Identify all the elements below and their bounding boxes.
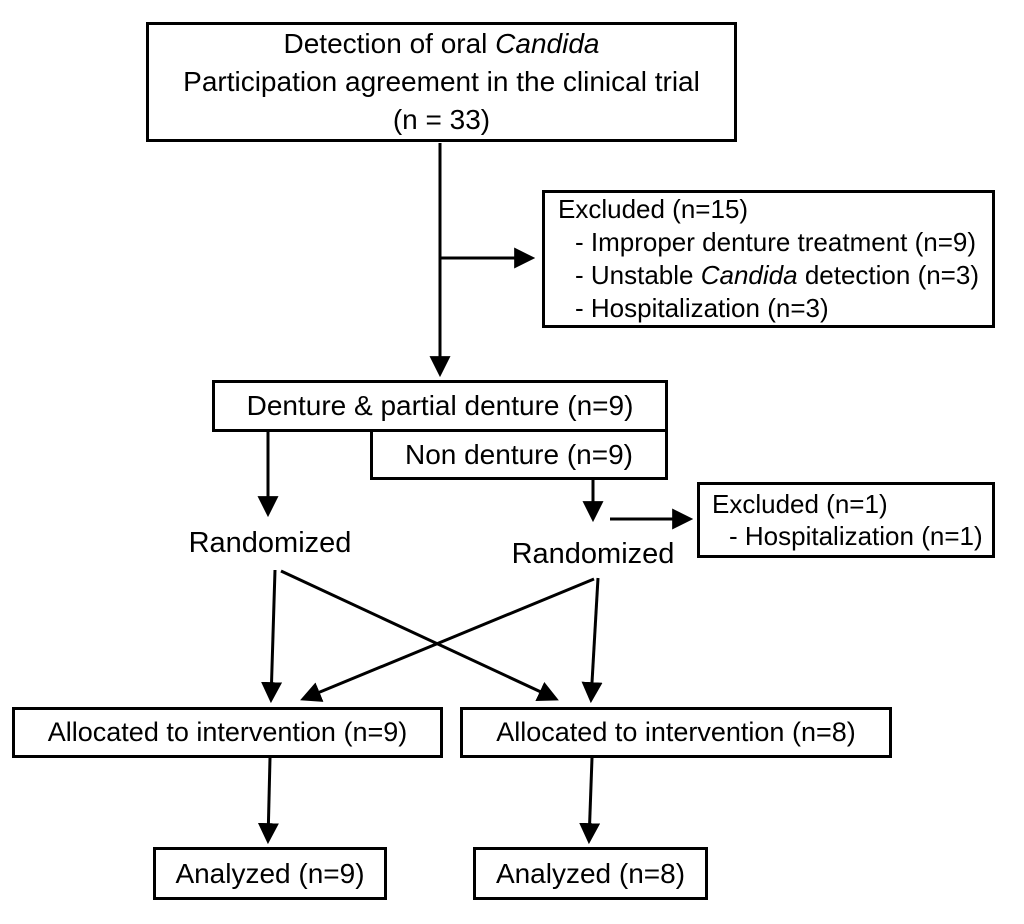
arrow-randomized-right-to-allocated-right <box>581 577 603 704</box>
analyzed-right-box: Analyzed (n=8) <box>473 847 708 900</box>
excluded-non-denture-title: Excluded (n=1) <box>712 489 888 519</box>
non-denture-group-box: Non denture (n=9) <box>370 429 668 480</box>
allocated-right-box: Allocated to intervention (n=8) <box>460 707 892 758</box>
excluded-main-item1: - Improper denture treatment (n=9) <box>575 227 977 257</box>
enrollment-box: Detection of oral Candida Participation … <box>146 22 737 142</box>
analyzed-left-label: Analyzed (n=9) <box>175 857 365 889</box>
analyzed-right-label: Analyzed (n=8) <box>495 857 686 889</box>
arrow-randomized-left-to-allocated-left <box>261 569 283 704</box>
analyzed-left-box: Analyzed (n=9) <box>153 847 387 900</box>
arrow-randomized-left-to-allocated-right <box>280 569 559 701</box>
candida-italic: Candida <box>495 28 600 59</box>
allocated-left-box: Allocated to intervention (n=9) <box>12 707 443 758</box>
candida-italic: Candida <box>700 260 798 290</box>
excluded-main-item2: - Unstable Candida detection (n=3) <box>575 260 979 290</box>
arrow-allocated-right-to-analyzed-right <box>579 757 601 845</box>
non-denture-group-label: Non denture (n=9) <box>404 438 634 470</box>
arrow-allocated-left-to-analyzed-left <box>257 757 279 845</box>
allocated-right-label: Allocated to intervention (n=8) <box>496 717 856 747</box>
excluded-main-box: Excluded (n=15) - Improper denture treat… <box>542 190 995 328</box>
enrollment-line1: Detection of oral Candida <box>283 28 600 59</box>
excluded-main-item3: - Hospitalization (n=3) <box>575 293 829 323</box>
enrollment-line2: Participation agreement in the clinical … <box>183 66 700 97</box>
excluded-non-denture-box: Excluded (n=1) - Hospitalization (n=1) <box>697 482 995 558</box>
allocated-left-label: Allocated to intervention (n=9) <box>47 717 408 747</box>
arrow-randomized-right-to-allocated-left <box>300 577 595 702</box>
randomized-left-label: Randomized <box>188 527 352 559</box>
denture-group-box: Denture & partial denture (n=9) <box>212 380 668 432</box>
excluded-non-denture-item1: - Hospitalization (n=1) <box>729 521 983 551</box>
randomized-right-label: Randomized <box>511 538 675 570</box>
excluded-main-title: Excluded (n=15) <box>558 194 749 224</box>
denture-group-label: Denture & partial denture (n=9) <box>246 390 634 421</box>
enrollment-count: (n = 33) <box>392 104 491 135</box>
